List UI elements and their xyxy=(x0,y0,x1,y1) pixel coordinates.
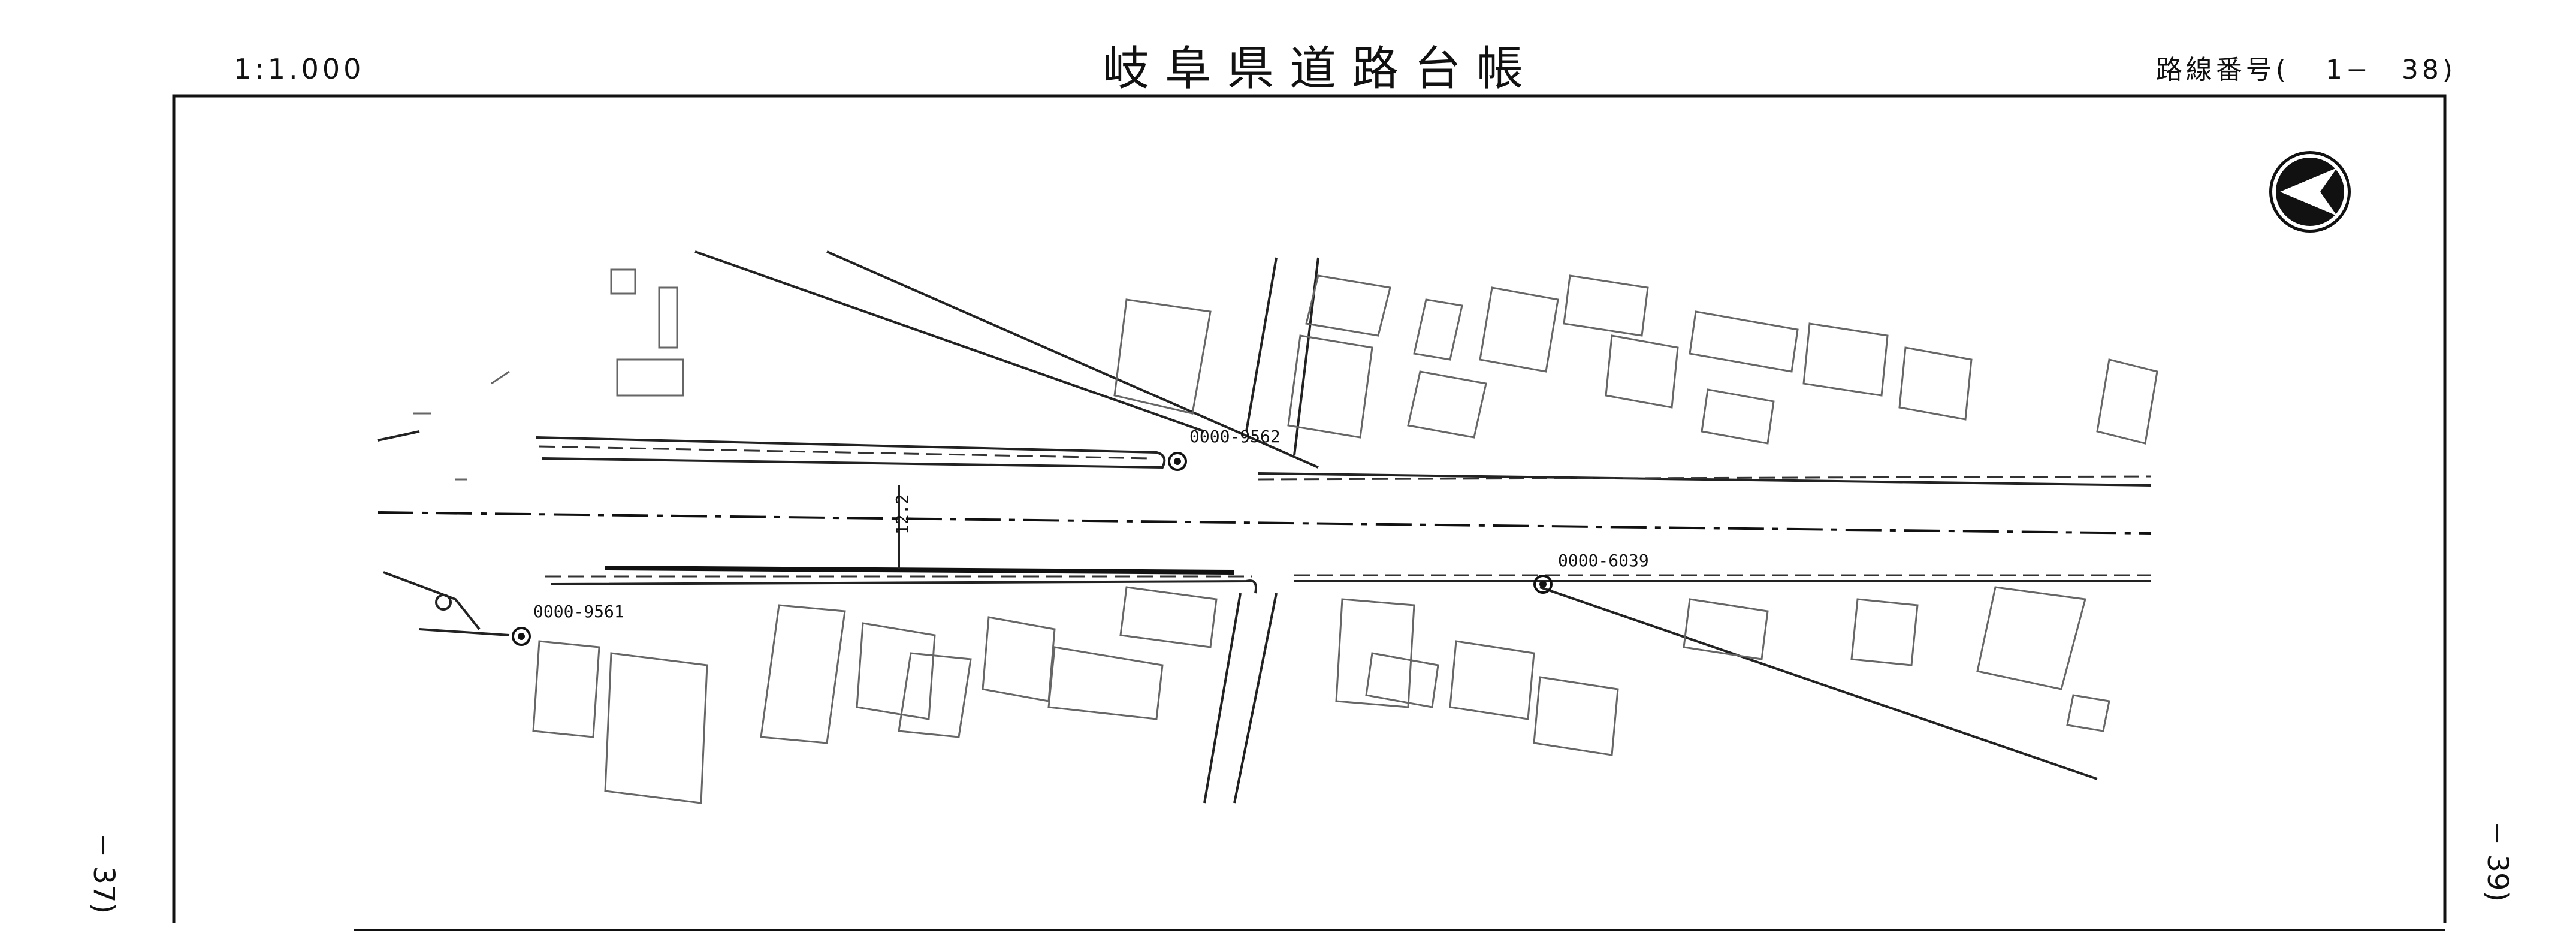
road-edge-north-east xyxy=(1258,472,2152,487)
cross-street-east xyxy=(1233,593,1278,804)
road-edge-south-west xyxy=(551,579,1257,594)
road-curb-south-west xyxy=(605,566,1235,575)
road-centerline xyxy=(377,511,2152,535)
map-scale: 1:1.000 xyxy=(234,53,365,85)
survey-point-icon xyxy=(1168,452,1187,471)
diagonal-street-north-2 xyxy=(826,250,1319,469)
survey-point-icon xyxy=(1533,575,1553,594)
buildings-north xyxy=(610,268,2158,445)
cross-street-north xyxy=(1245,257,1319,456)
signal-pole-icon xyxy=(435,594,452,611)
survey-point-label: 0000-9562 xyxy=(1189,427,1281,446)
prev-sheet-number: − 37) xyxy=(87,833,120,914)
route-number-value: 1− 38) xyxy=(2325,55,2456,85)
north-arrow-icon xyxy=(2269,151,2351,233)
road-edge-north-east-dashed xyxy=(1258,475,2152,481)
road-width-label: 12.2 xyxy=(892,494,912,535)
diagonal-street-north xyxy=(694,250,1205,433)
survey-point-icon xyxy=(512,627,531,646)
route-number: 路線番号( 1− 38) xyxy=(2156,48,2456,86)
cross-street-west xyxy=(1203,593,1242,804)
diagonal-street-south xyxy=(1539,586,2098,780)
west-structure xyxy=(413,370,510,481)
west-end-road xyxy=(377,430,510,636)
buildings-south xyxy=(532,586,2110,804)
sheet-frame xyxy=(172,94,2447,923)
survey-point-label: 0000-6039 xyxy=(1558,551,1649,570)
road-edge-north-west xyxy=(536,436,1166,469)
road-edge-north-west-dashed xyxy=(539,445,1151,460)
next-sheet-number: − 39) xyxy=(2481,821,2514,902)
survey-point-label: 0000-9561 xyxy=(533,602,624,621)
route-number-label: 路線番号( xyxy=(2155,55,2290,85)
page-title: 岐阜県道路台帳 xyxy=(1103,42,1539,96)
